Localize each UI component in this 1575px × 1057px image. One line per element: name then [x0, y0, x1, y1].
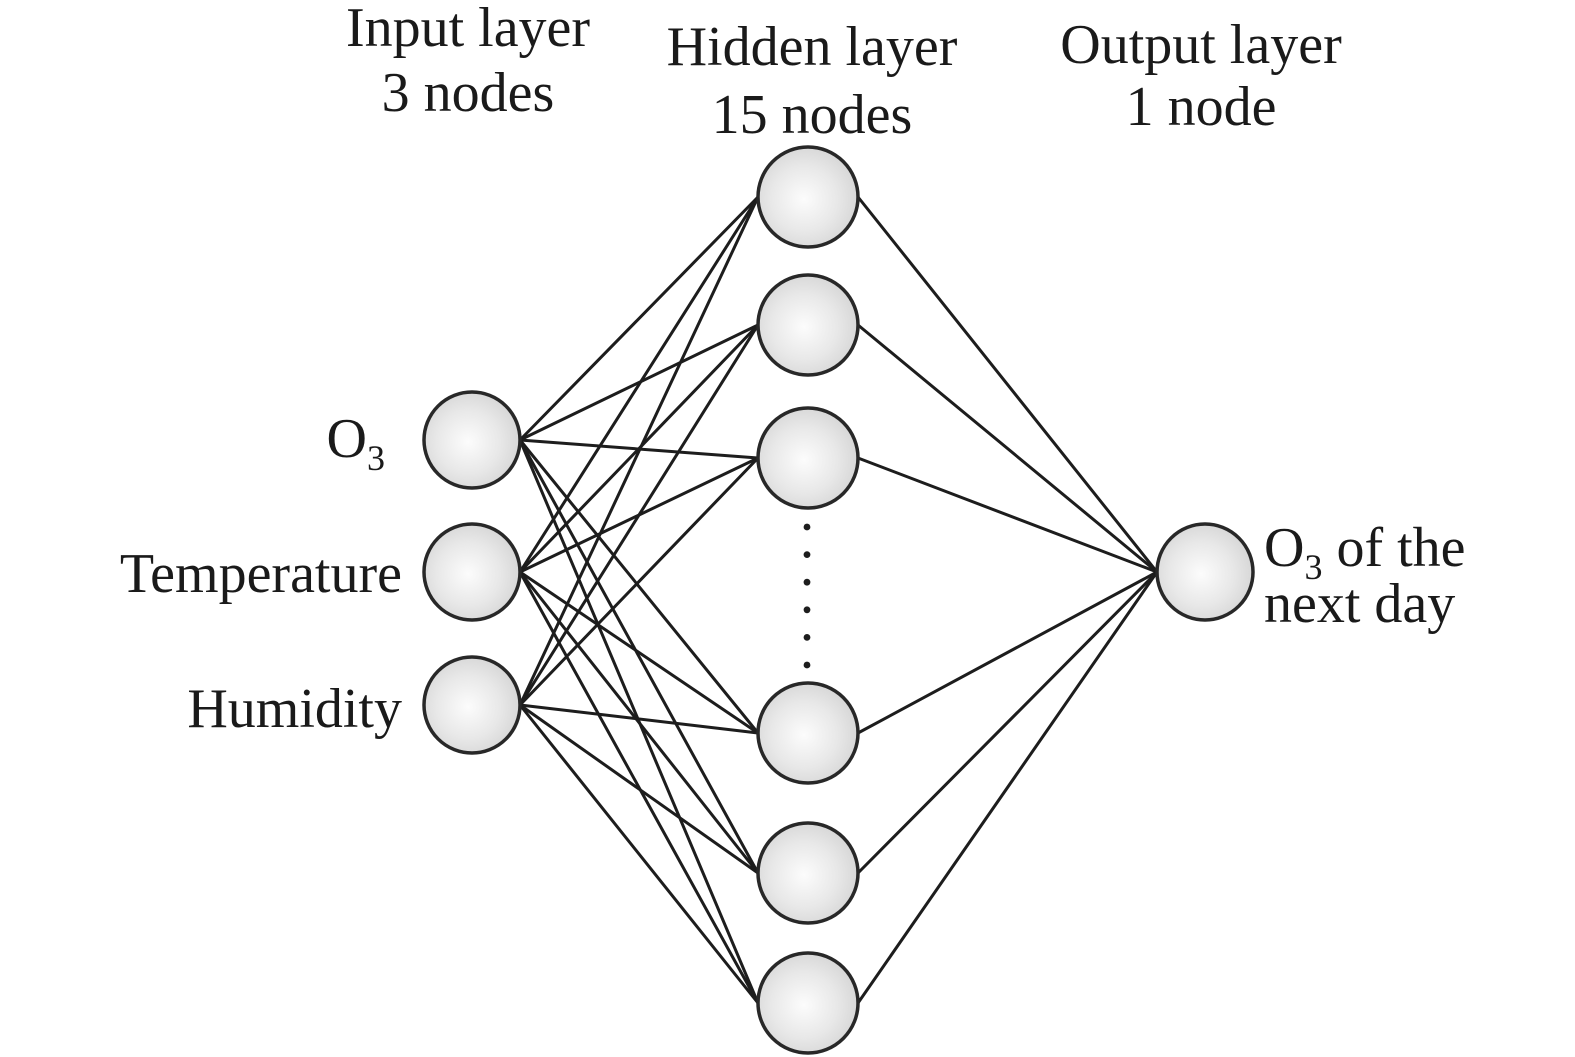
connection-hidden-to-output	[856, 570, 1159, 1005]
label-temperature: Temperature	[120, 543, 402, 605]
hidden-layer-header-line-1: Hidden layer	[667, 16, 958, 78]
label-output-line-2: next day	[1264, 573, 1455, 635]
input-node-1	[422, 390, 522, 490]
connection-hidden-to-output	[856, 570, 1159, 735]
connection-input-to-hidden	[518, 570, 760, 735]
hidden-node-4	[756, 681, 860, 785]
connection-hidden-to-output	[856, 570, 1159, 875]
hidden-node-1	[756, 145, 860, 249]
hidden-node-5	[756, 821, 860, 925]
connection-input-to-hidden	[518, 456, 760, 707]
hidden-layer-header-line-2: 15 nodes	[712, 84, 913, 146]
output-layer-header-line-1: Output layer	[1060, 14, 1342, 76]
ellipsis-dot	[803, 606, 811, 614]
connection-input-to-hidden	[518, 195, 760, 574]
connection-hidden-to-output	[856, 323, 1159, 574]
label-o3: O3	[327, 408, 385, 478]
connection-input-to-hidden	[518, 703, 760, 735]
ellipsis-dot	[803, 634, 811, 641]
input-layer-header-line-1: Input layer	[346, 0, 590, 59]
connection-input-to-hidden	[518, 195, 760, 707]
output-node-1	[1155, 522, 1255, 622]
connection-input-to-hidden	[518, 323, 760, 707]
ellipsis-dot	[803, 578, 811, 586]
output-layer-header-line-2: 1 node	[1126, 76, 1277, 138]
label-output-line-1: O3 of the	[1264, 517, 1466, 587]
ellipsis-dot	[803, 523, 811, 531]
ellipsis-dot	[803, 551, 811, 558]
hidden-node-3	[756, 406, 860, 510]
connection-input-to-hidden	[518, 195, 760, 442]
hidden-node-6	[756, 951, 860, 1055]
input-node-2	[422, 522, 522, 622]
connection-input-to-hidden	[518, 438, 760, 735]
ellipsis-dot	[803, 661, 811, 669]
connection-input-to-hidden	[518, 703, 760, 875]
hidden-node-2	[756, 273, 860, 377]
input-layer-header-line-2: 3 nodes	[382, 62, 555, 124]
input-node-3	[422, 655, 522, 755]
connection-hidden-to-output	[856, 456, 1159, 574]
connection-hidden-to-output	[856, 195, 1159, 574]
label-humidity: Humidity	[187, 678, 402, 740]
connection-input-to-hidden	[518, 703, 760, 1005]
